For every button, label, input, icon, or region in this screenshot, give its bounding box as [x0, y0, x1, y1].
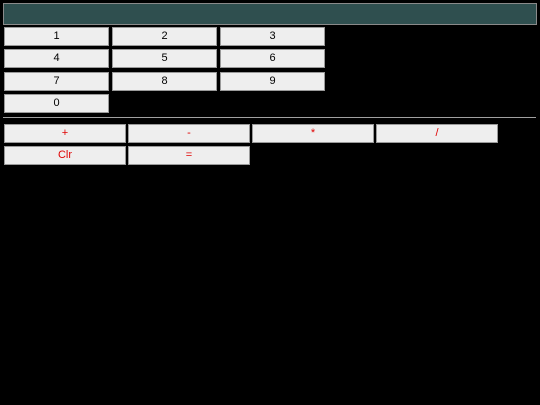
section-divider: [3, 117, 536, 118]
digit-9-button[interactable]: 9: [220, 72, 325, 91]
digit-4-button[interactable]: 4: [4, 49, 109, 68]
digit-0-button[interactable]: 0: [4, 94, 109, 113]
digit-5-button[interactable]: 5: [112, 49, 217, 68]
digit-6-button[interactable]: 6: [220, 49, 325, 68]
digit-3-button[interactable]: 3: [220, 27, 325, 46]
equals-button[interactable]: =: [128, 146, 250, 165]
clear-button[interactable]: Clr: [4, 146, 126, 165]
digit-8-button[interactable]: 8: [112, 72, 217, 91]
digit-1-button[interactable]: 1: [4, 27, 109, 46]
divide-button[interactable]: /: [376, 124, 498, 143]
minus-button[interactable]: -: [128, 124, 250, 143]
calculator-display: [3, 3, 537, 25]
digit-7-button[interactable]: 7: [4, 72, 109, 91]
digit-2-button[interactable]: 2: [112, 27, 217, 46]
multiply-button[interactable]: *: [252, 124, 374, 143]
plus-button[interactable]: +: [4, 124, 126, 143]
